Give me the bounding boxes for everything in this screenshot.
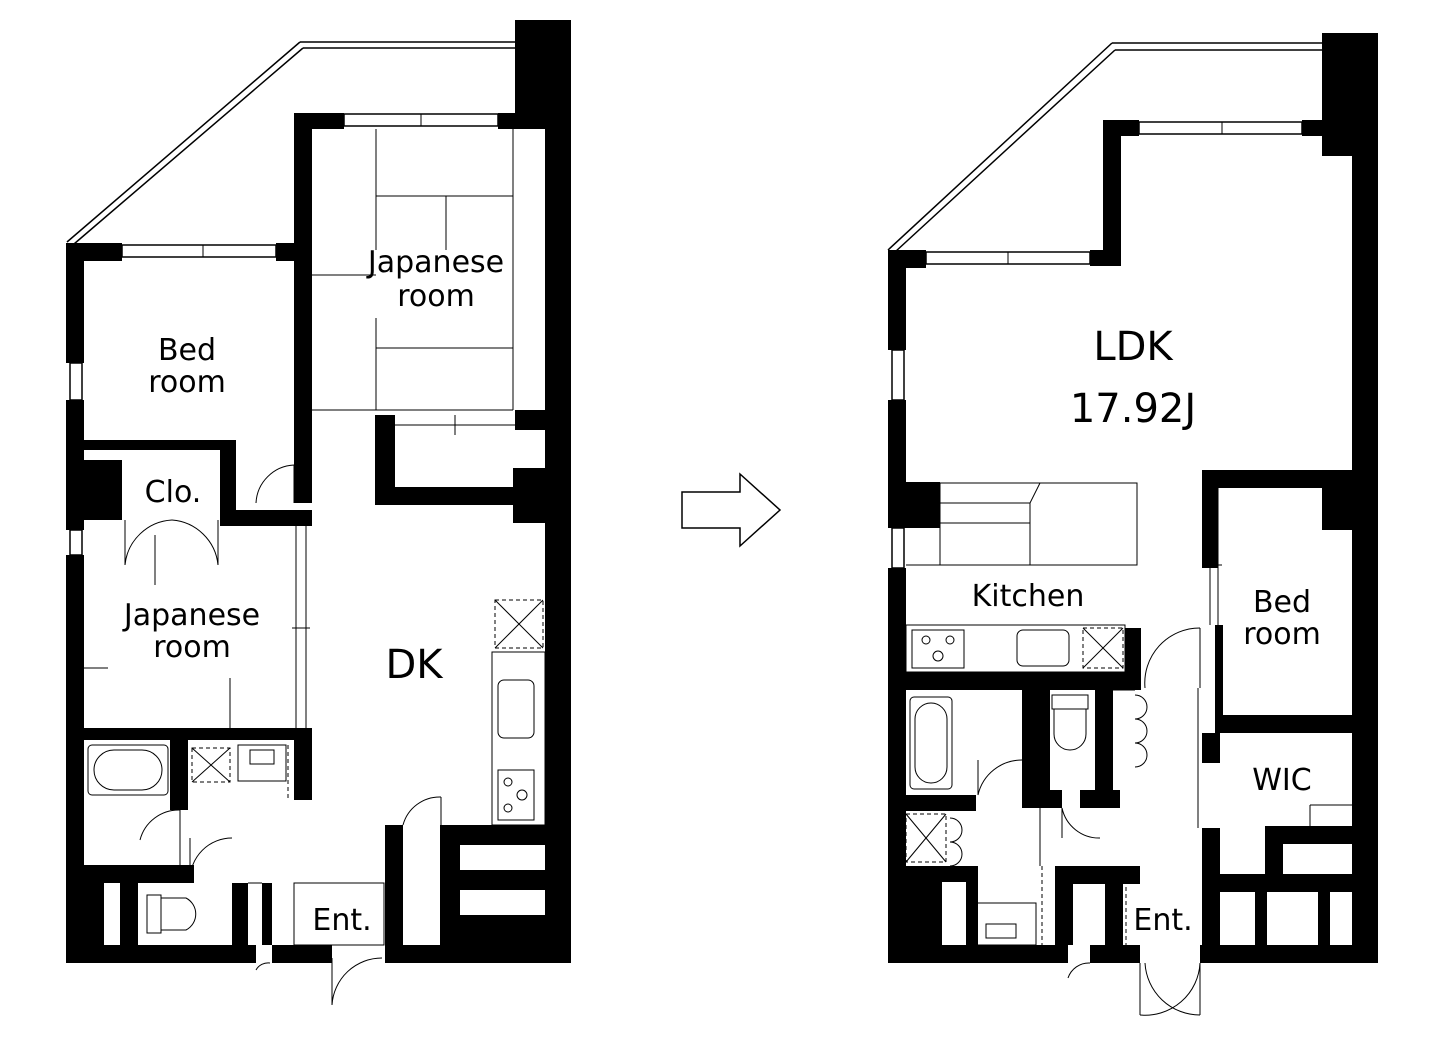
label-japanese-room-top-2: room <box>397 279 475 314</box>
label-japanese-room-bottom: Japanese <box>122 598 260 633</box>
before-interior-walls <box>84 410 545 945</box>
after-interior-walls <box>906 488 1352 945</box>
label-entrance: Ent. <box>312 903 371 938</box>
after-kitchen-counter <box>905 624 1201 689</box>
after-balcony <box>887 42 1325 253</box>
after-bath-fixtures <box>905 694 1101 946</box>
before-kitchen-fixtures <box>491 599 546 826</box>
after-room-labels: LDK 17.92J Kitchen Bed room WIC Ent. <box>972 324 1321 938</box>
label-entrance: Ent. <box>1133 903 1192 938</box>
before-floor-plan: Japanese room Bed room Clo. Japanese roo… <box>66 20 571 1006</box>
before-bath-fixtures <box>87 744 289 934</box>
before-balcony <box>66 41 518 245</box>
after-floor-plan: LDK 17.92J Kitchen Bed room WIC Ent. <box>887 33 1378 1016</box>
label-kitchen: Kitchen <box>972 579 1085 614</box>
label-ldk-area: 17.92J <box>1070 386 1196 432</box>
after-windows <box>891 121 1303 569</box>
label-wic: WIC <box>1252 763 1311 798</box>
before-room-lines <box>84 129 515 728</box>
after-closet <box>1113 688 1199 945</box>
right-arrow-outline-icon <box>681 472 782 548</box>
label-bed-room-2: room <box>148 365 226 400</box>
after-bedroom-details <box>1205 488 1352 826</box>
label-bed-room: Bed <box>158 333 216 368</box>
label-bed-room-2: room <box>1243 617 1321 652</box>
label-japanese-room-bottom-2: room <box>153 630 231 665</box>
label-ldk: LDK <box>1093 324 1174 370</box>
label-japanese-room-top: Japanese <box>366 245 504 280</box>
after-outer-walls <box>888 33 1378 963</box>
label-bed-room: Bed <box>1253 585 1311 620</box>
before-windows <box>69 113 499 556</box>
before-outer-walls <box>66 20 571 963</box>
before-entrance <box>255 796 442 1006</box>
label-closet: Clo. <box>145 475 202 510</box>
label-dk: DK <box>385 642 444 688</box>
after-kitchen-island <box>906 482 1138 566</box>
before-room-labels: Japanese room Bed room Clo. Japanese roo… <box>122 245 504 938</box>
after-entrance <box>1067 962 1201 1016</box>
